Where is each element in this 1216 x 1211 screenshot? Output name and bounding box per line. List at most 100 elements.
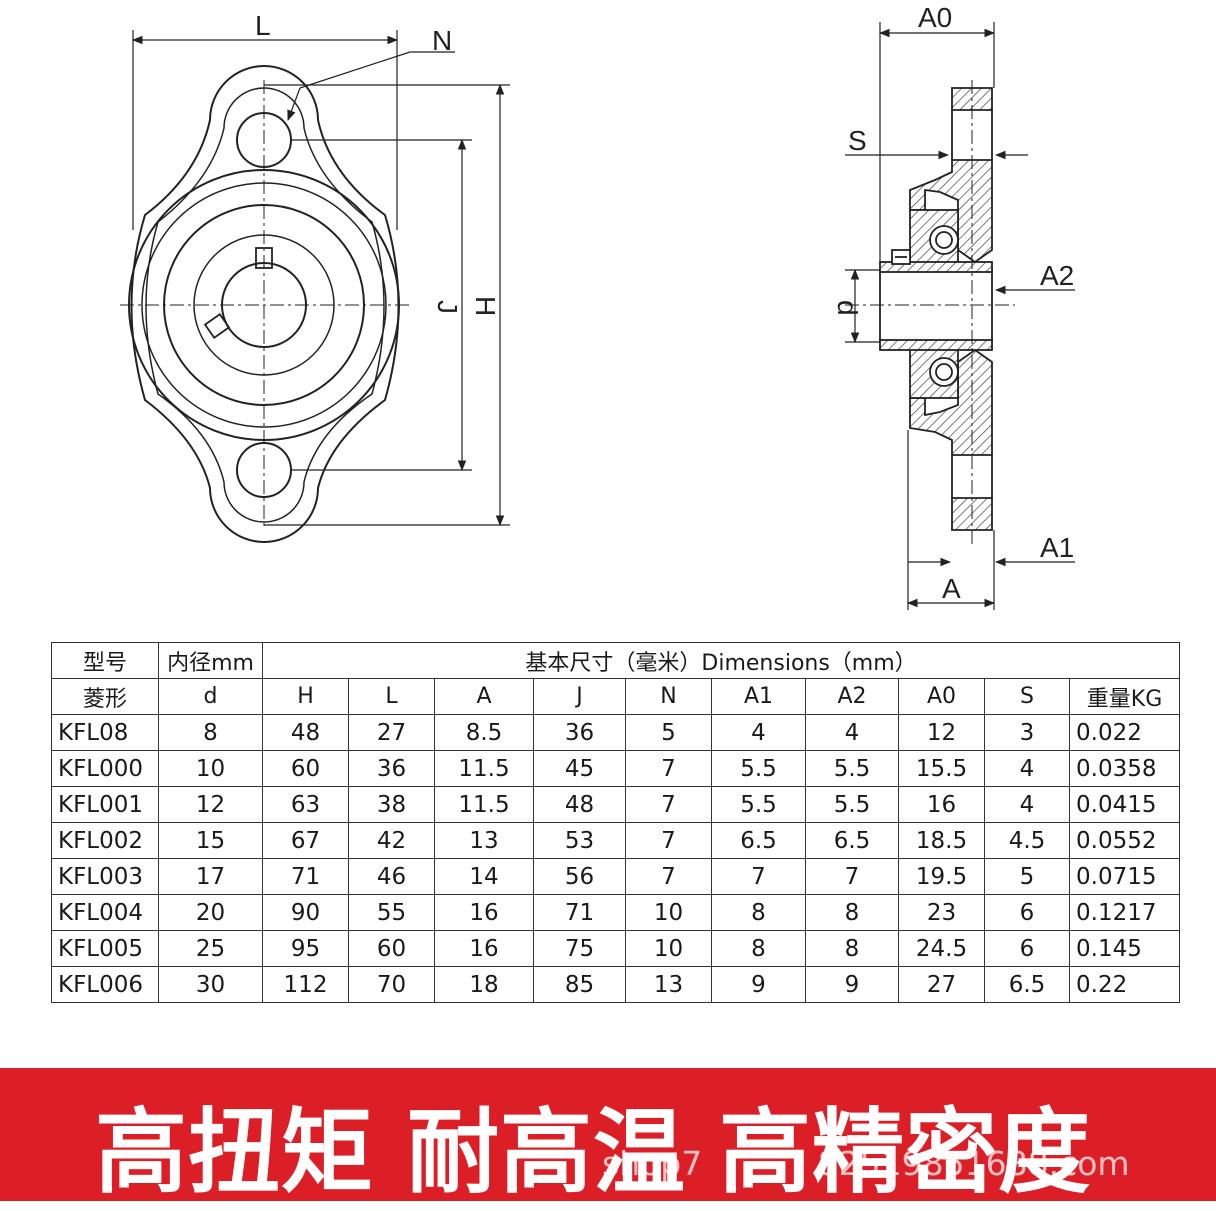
value-cell: 20 <box>158 894 263 931</box>
value-cell: 71 <box>262 858 349 895</box>
value-cell: 95 <box>262 930 349 967</box>
value-cell: 13 <box>625 966 712 1003</box>
value-cell: 8 <box>158 714 263 751</box>
value-cell: 27 <box>898 966 985 1003</box>
header-cell: S <box>984 678 1070 715</box>
value-cell: 13 <box>434 822 534 859</box>
value-cell: 85 <box>533 966 626 1003</box>
value-cell: 6 <box>984 930 1070 967</box>
value-cell: 23 <box>898 894 985 931</box>
header-cell: 重量KG <box>1068 678 1181 715</box>
value-cell: 0.1217 <box>1068 894 1181 931</box>
dim-label-A: A <box>942 573 961 604</box>
value-cell: 16 <box>898 786 985 823</box>
value-cell: 14 <box>434 858 534 895</box>
value-cell: 0.0552 <box>1068 822 1181 859</box>
header-model: 型号 <box>51 642 159 679</box>
model-cell: KFL000 <box>51 750 159 787</box>
value-cell: 3 <box>984 714 1070 751</box>
value-cell: 70 <box>348 966 435 1003</box>
value-cell: 60 <box>262 750 349 787</box>
value-cell: 18.5 <box>898 822 985 859</box>
value-cell: 45 <box>533 750 626 787</box>
header-cell: J <box>533 678 626 715</box>
side-view <box>845 80 1015 545</box>
value-cell: 9 <box>711 966 806 1003</box>
value-cell: 4 <box>984 750 1070 787</box>
value-cell: 38 <box>348 786 435 823</box>
value-cell: 6.5 <box>711 822 806 859</box>
value-cell: 5.5 <box>711 750 806 787</box>
value-cell: 7 <box>711 858 806 895</box>
value-cell: 11.5 <box>434 786 534 823</box>
banner-slogan: 高扭矩 耐高温 高精密度 <box>95 1099 1092 1206</box>
value-cell: 10 <box>158 750 263 787</box>
flange-outline <box>130 65 400 543</box>
value-cell: 0.0415 <box>1068 786 1181 823</box>
value-cell: 4 <box>805 714 899 751</box>
value-cell: 53 <box>533 822 626 859</box>
model-cell: KFL005 <box>51 930 159 967</box>
value-cell: 12 <box>158 786 263 823</box>
value-cell: 8 <box>711 894 806 931</box>
value-cell: 8 <box>805 930 899 967</box>
header-cell: A1 <box>711 678 806 715</box>
value-cell: 6 <box>984 894 1070 931</box>
value-cell: 7 <box>625 750 712 787</box>
value-cell: 10 <box>625 894 712 931</box>
value-cell: 12 <box>898 714 985 751</box>
value-cell: 42 <box>348 822 435 859</box>
value-cell: 15 <box>158 822 263 859</box>
value-cell: 112 <box>262 966 349 1003</box>
value-cell: 4 <box>711 714 806 751</box>
dim-label-S: S <box>848 125 867 156</box>
model-cell: KFL004 <box>51 894 159 931</box>
value-cell: 71 <box>533 894 626 931</box>
model-cell: KFL001 <box>51 786 159 823</box>
model-cell: KFL002 <box>51 822 159 859</box>
value-cell: 4.5 <box>984 822 1070 859</box>
watermark-text: shop7 82519851688.com <box>602 1144 1130 1183</box>
value-cell: 55 <box>348 894 435 931</box>
header-cell: 菱形 <box>51 678 159 715</box>
value-cell: 9 <box>805 966 899 1003</box>
value-cell: 5.5 <box>711 786 806 823</box>
spec-table: 型号 内径mm 基本尺寸（毫米）Dimensions（mm） 菱形 d H L … <box>51 642 1181 1003</box>
header-row-1: 型号 内径mm 基本尺寸（毫米）Dimensions（mm） <box>51 642 1181 679</box>
value-cell: 36 <box>348 750 435 787</box>
header-cell: A <box>434 678 534 715</box>
dim-label-d: d <box>832 300 863 316</box>
header-cell: N <box>625 678 712 715</box>
value-cell: 6.5 <box>984 966 1070 1003</box>
dim-label-J: J <box>432 300 463 314</box>
value-cell: 36 <box>533 714 626 751</box>
value-cell: 16 <box>434 930 534 967</box>
dim-label-L: L <box>255 10 271 41</box>
value-cell: 5 <box>984 858 1070 895</box>
value-cell: 0.22 <box>1068 966 1181 1003</box>
model-cell: KFL003 <box>51 858 159 895</box>
value-cell: 0.0358 <box>1068 750 1181 787</box>
value-cell: 63 <box>262 786 349 823</box>
value-cell: 18 <box>434 966 534 1003</box>
value-cell: 75 <box>533 930 626 967</box>
header-cell: A0 <box>898 678 985 715</box>
value-cell: 5.5 <box>805 786 899 823</box>
model-cell: KFL08 <box>51 714 159 751</box>
technical-drawing: L N J H <box>120 2 1075 610</box>
slogan-banner: 高扭矩 耐高温 高精密度 shop7 82519851688.com <box>0 1068 1216 1206</box>
value-cell: 7 <box>625 822 712 859</box>
value-cell: 8 <box>711 930 806 967</box>
value-cell: 11.5 <box>434 750 534 787</box>
dim-label-A0: A0 <box>918 2 952 33</box>
value-cell: 0.0715 <box>1068 858 1181 895</box>
value-cell: 24.5 <box>898 930 985 967</box>
dim-label-A2: A2 <box>1040 260 1074 291</box>
value-cell: 30 <box>158 966 263 1003</box>
